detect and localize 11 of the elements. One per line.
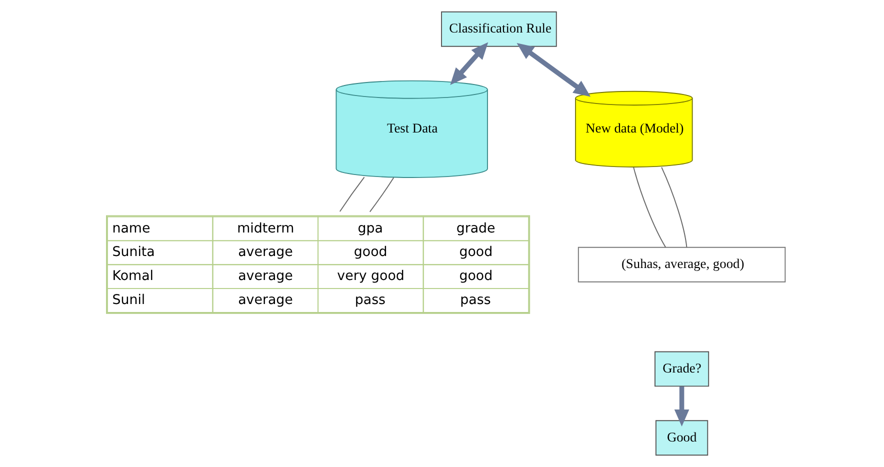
connector: [661, 166, 688, 248]
arrow: [516, 43, 591, 97]
node-box: Good: [655, 420, 708, 456]
connector: [633, 166, 666, 248]
node-box: Classification Rule: [441, 11, 557, 47]
arrow: [450, 42, 488, 86]
connector: [369, 177, 394, 212]
node-box: (Suhas, average, good): [578, 246, 786, 282]
node-box: Grade?: [654, 351, 710, 387]
arrow: [674, 386, 690, 426]
connector: [339, 176, 365, 212]
